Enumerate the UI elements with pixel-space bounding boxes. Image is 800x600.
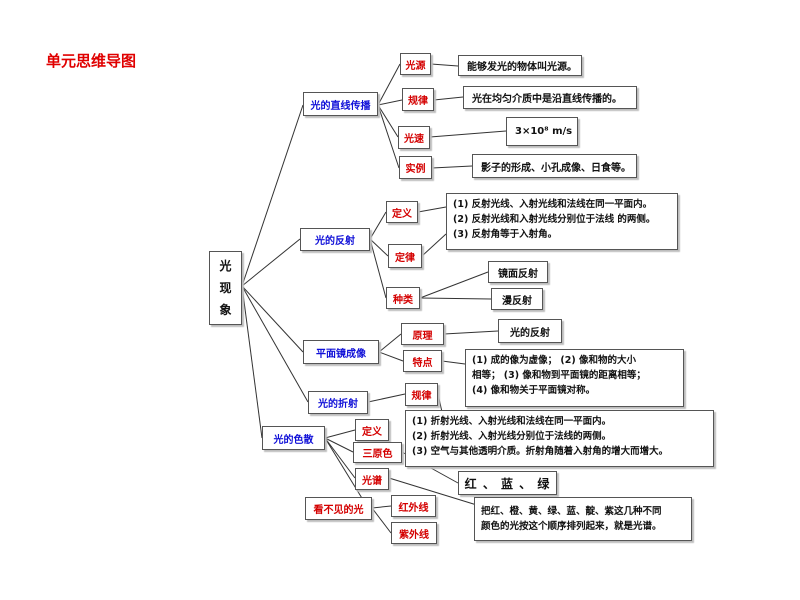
branch-dispersion: 光的色散	[262, 426, 325, 450]
node-reflection-law: 定律	[388, 244, 422, 268]
branch-straight: 光的直线传播	[303, 92, 378, 116]
spectrum-text: 把红、橙、黄、绿、蓝、靛、紫这几种不同 颜色的光按这个顺序排列起来，就是光谱。	[474, 497, 692, 541]
light-speed-value: 3×10⁸ m/s	[506, 117, 578, 146]
reflection-law-line-1: (1) 反射光线、入射光线和法线在同一平面内。	[453, 199, 653, 210]
light-source-text: 能够发光的物体叫光源。	[458, 55, 582, 76]
branch-invisible-light: 看不见的光	[305, 497, 372, 520]
root-char-1: 光	[219, 259, 232, 273]
mirror-features-line-2: 相等； (3) 像和物到平面镜的距离相等；	[472, 370, 646, 381]
root-char-3: 象	[219, 303, 232, 317]
spectrum-line-1: 把红、橙、黄、绿、蓝、靛、紫这几种不同	[481, 506, 662, 517]
reflection-law-line-2: (2) 反射光线和入射光线分别位于法线 的两侧。	[453, 214, 656, 225]
straight-law-text: 光在均匀介质中是沿直线传播的。	[463, 86, 637, 109]
node-refraction-law: 规律	[405, 383, 438, 406]
reflection-law-line-3: (3) 反射角等于入射角。	[453, 229, 558, 240]
node-light-speed: 光速	[398, 126, 430, 149]
node-ultraviolet: 紫外线	[391, 522, 437, 544]
refraction-law-line-2: (2) 折射光线、入射光线分别位于法线的两侧。	[412, 431, 612, 442]
specular-reflection: 镜面反射	[488, 261, 548, 283]
root-node: 光 现 象	[209, 251, 242, 325]
node-spectrum: 光谱	[355, 468, 389, 490]
branch-plane-mirror: 平面镜成像	[303, 340, 379, 364]
mirror-features-line-3: (4) 像和物关于平面镜对称。	[472, 385, 596, 396]
node-infrared: 红外线	[391, 495, 436, 517]
node-reflection-types: 种类	[386, 287, 420, 309]
branch-reflection: 光的反射	[300, 228, 370, 251]
node-dispersion-definition: 定义	[355, 419, 389, 441]
page-title: 单元思维导图	[46, 52, 137, 70]
reflection-law-text: (1) 反射光线、入射光线和法线在同一平面内。 (2) 反射光线和入射光线分别位…	[446, 193, 678, 250]
spectrum-line-2: 颜色的光按这个顺序排列起来，就是光谱。	[481, 521, 662, 532]
mirror-features-text: (1) 成的像为虚像； (2) 像和物的大小 相等； (3) 像和物到平面镜的距…	[465, 349, 684, 407]
primary-colors-text: 红 、 蓝 、 绿	[458, 471, 557, 495]
node-three-primaries: 三原色	[353, 442, 402, 463]
node-light-source: 光源	[400, 53, 431, 75]
root-char-2: 现	[219, 281, 232, 295]
node-straight-law: 规律	[402, 88, 434, 111]
branch-refraction: 光的折射	[308, 391, 368, 414]
example-text: 影子的形成、小孔成像、日食等。	[472, 154, 637, 178]
refraction-law-line-3: (3) 空气与其他透明介质。折射角随着入射角的增大而增大。	[412, 446, 669, 457]
refraction-law-text: (1) 折射光线、入射光线和法线在同一平面内。 (2) 折射光线、入射光线分别位…	[405, 410, 714, 467]
node-mirror-principle: 原理	[401, 323, 444, 345]
node-reflection-definition: 定义	[386, 201, 418, 223]
diffuse-reflection: 漫反射	[491, 288, 543, 310]
node-mirror-features: 特点	[403, 350, 442, 372]
mirror-features-line-1: (1) 成的像为虚像； (2) 像和物的大小	[472, 355, 637, 366]
refraction-law-line-1: (1) 折射光线、入射光线和法线在同一平面内。	[412, 416, 612, 427]
node-example: 实例	[399, 156, 432, 179]
mirror-principle-text: 光的反射	[498, 319, 562, 343]
